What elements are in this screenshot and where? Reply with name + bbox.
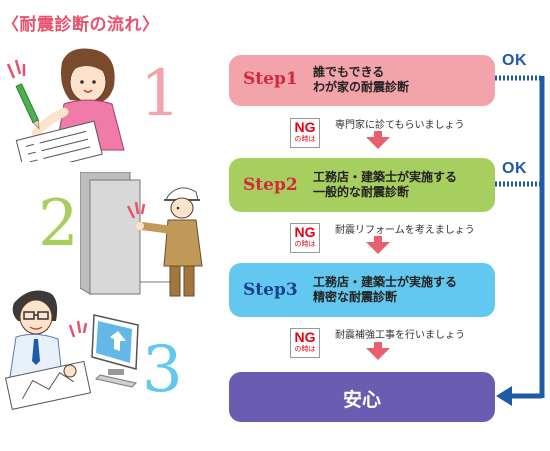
down-arrow-icon	[366, 342, 390, 360]
page-title: 〈耐震診断の流れ〉	[2, 15, 160, 35]
step2-desc-line2: 一般的な耐震診断	[313, 185, 410, 199]
step-number-3: 3	[142, 333, 183, 407]
ok-label-1: OK	[502, 52, 527, 69]
step1-desc-line1: 誰でもできる	[313, 65, 385, 79]
ng-note-2: 耐震リフォームを考えましょう	[335, 225, 475, 236]
ng-sub-label: の時は	[294, 345, 316, 353]
down-arrow-icon	[366, 131, 390, 149]
step2-desc-line1: 工務店・建築士が実施する	[313, 170, 458, 184]
attention-mark-icon	[68, 320, 88, 338]
step3-desc-line2: 精密な耐震診断	[313, 290, 398, 304]
person-writing-checklist-illustration	[6, 48, 125, 162]
ok-connector-lines	[495, 75, 545, 406]
ng-box-2: NG の時は	[290, 223, 320, 253]
engineer-inspecting-wall-illustration	[80, 172, 203, 297]
step3-label: Step3	[243, 280, 298, 300]
down-arrow-icon	[366, 236, 390, 254]
ok-label-2: OK	[502, 160, 527, 177]
ng-sub-label: の時は	[294, 135, 316, 143]
final-label: 安心	[342, 389, 381, 411]
ng-note-3: 耐震補強工事を行いましょう	[335, 330, 465, 341]
step3-box: Step3 工務店・建築士が実施する 精密な耐震診断	[229, 263, 495, 317]
ng-sub-label: の時は	[294, 240, 316, 248]
ng-label: NG	[294, 119, 316, 135]
step1-desc-line2: わが家の耐震診断	[313, 80, 410, 94]
attention-mark-icon	[6, 59, 26, 79]
ng-box-1: NG の時は	[290, 118, 320, 148]
step2-box: Step2 工務店・建築士が実施する 一般的な耐震診断	[229, 158, 495, 212]
step3-desc-line1: 工務店・建築士が実施する	[313, 275, 458, 289]
final-box: 安心	[229, 372, 495, 422]
ng-note-1: 専門家に診てもらいましょう	[335, 120, 465, 131]
ng-label: NG	[294, 224, 316, 240]
step1-label: Step1	[243, 69, 298, 89]
ng-box-3: NG の時は	[290, 328, 320, 358]
attention-mark-icon	[126, 201, 146, 219]
step-number-2: 2	[38, 187, 79, 261]
step-number-1: 1	[140, 57, 181, 131]
step2-label: Step2	[243, 175, 298, 195]
left-arrow-icon	[496, 386, 512, 406]
ng-label: NG	[294, 329, 316, 345]
step1-box: Step1 誰でもできる わが家の耐震診断	[229, 55, 495, 106]
architect-at-computer-illustration	[4, 290, 139, 410]
